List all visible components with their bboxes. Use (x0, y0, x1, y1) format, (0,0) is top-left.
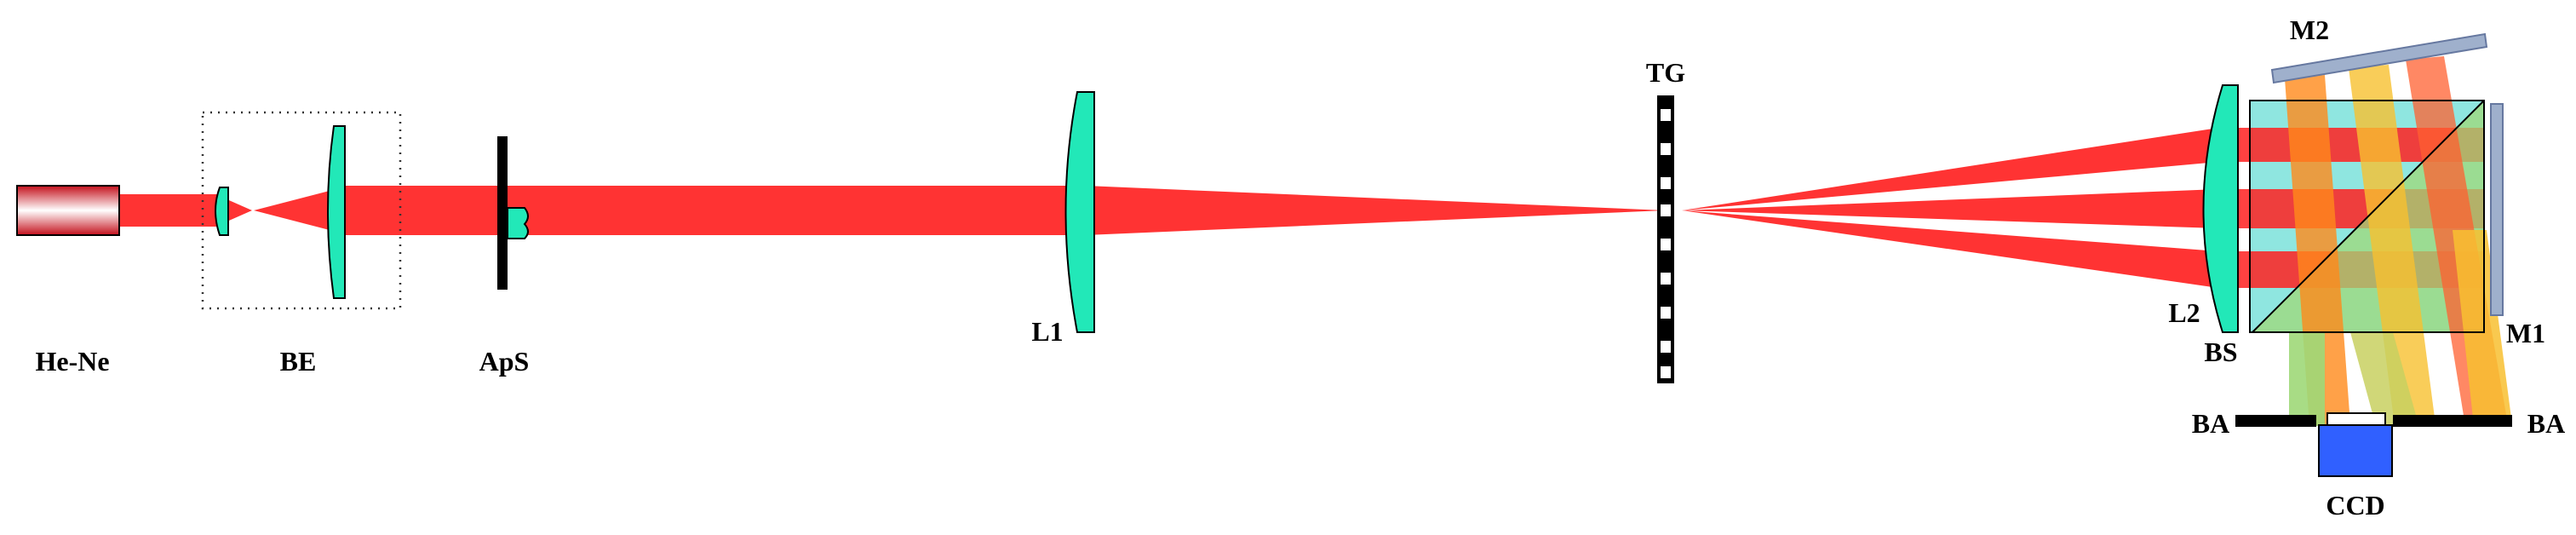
label-l1: L1 (1031, 316, 1063, 347)
green-yellow-beam (2350, 332, 2418, 426)
grating-slit (1661, 366, 1671, 378)
blocking-aperture-left (2235, 415, 2316, 427)
beam-diverging (254, 186, 349, 235)
beam-collimated (345, 186, 1086, 235)
laser-beam (119, 128, 2218, 288)
expander-lens-large (327, 125, 346, 299)
ccd-sensor-window (2326, 412, 2386, 426)
diffracted-order-top (1682, 128, 2218, 210)
beam-splitter-outline (2249, 100, 2485, 333)
transmission-grating (1657, 95, 1674, 383)
label-ccd: CCD (2326, 490, 2384, 521)
beam-segment-source (119, 194, 221, 227)
label-bs: BS (2204, 337, 2237, 367)
label-he-ne: He-Ne (35, 346, 109, 377)
diffracted-order-middle (1682, 189, 2218, 228)
label-be: BE (280, 346, 317, 377)
label-m1: M1 (2506, 318, 2545, 348)
diffracted-order-bottom (1682, 210, 2218, 288)
beam-converging (223, 198, 252, 223)
grating-slit (1661, 143, 1671, 155)
green-beam-left (2289, 332, 2325, 426)
aperture-insert (507, 207, 529, 239)
reflected-beam-orange (2285, 75, 2350, 426)
he-ne-laser (16, 185, 120, 236)
label-m2: M2 (2290, 14, 2329, 45)
lens-l2 (2202, 84, 2239, 333)
label-ba-right: BA (2527, 408, 2565, 439)
grating-slit (1661, 177, 1671, 189)
grating-slit (1661, 204, 1671, 216)
grating-slit (1661, 273, 1671, 285)
aperture-stop (497, 136, 508, 290)
reflected-beams (2285, 56, 2512, 426)
grating-slit (1661, 341, 1671, 353)
grating-slit (1661, 307, 1671, 319)
mirror-m2 (2270, 32, 2488, 84)
grating-slit (1661, 109, 1671, 121)
label-aps: ApS (479, 346, 530, 377)
label-ba-left: BA (2192, 408, 2229, 439)
grating-slit (1661, 239, 1671, 250)
label-l2: L2 (2168, 297, 2200, 328)
ccd-camera (2318, 424, 2393, 477)
expander-lens-small (215, 187, 229, 236)
beam-expander-box (201, 111, 402, 310)
blocking-aperture-right (2393, 415, 2512, 427)
reflected-beam-yellow (2349, 65, 2435, 426)
label-tg: TG (1646, 57, 1685, 88)
reflected-beam-yellow-lower (2453, 230, 2512, 426)
mirror-m1 (2490, 103, 2504, 316)
beam-splitter-diagonal (2252, 100, 2485, 333)
lens-l1 (1064, 91, 1095, 333)
beam-focusing (1086, 186, 1665, 235)
